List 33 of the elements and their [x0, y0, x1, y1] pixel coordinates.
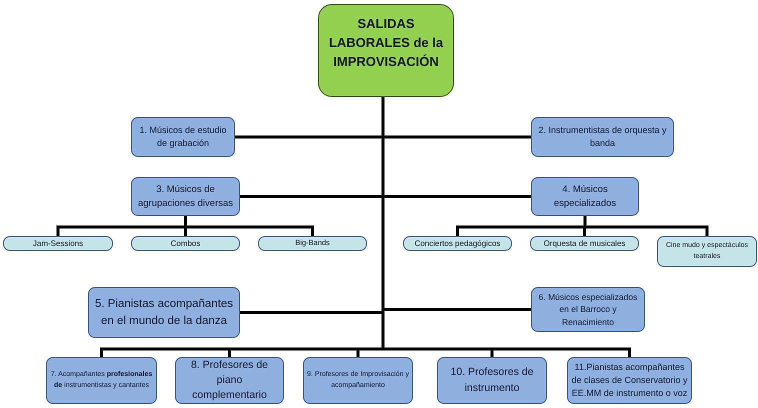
node-label: Conciertos pedagógicos	[414, 238, 500, 250]
category-box	[531, 287, 645, 332]
node-label: 10. Profesores de instrumento	[450, 365, 534, 396]
category-box	[531, 117, 674, 157]
category-box	[303, 357, 413, 404]
sub-box	[131, 236, 240, 251]
category-box	[437, 357, 547, 404]
node-label: Orquesta de musicales	[544, 238, 626, 250]
node-label: 3. Músicos de agrupaciones diversas	[136, 182, 234, 210]
category-box	[131, 117, 235, 157]
node-label: 1. Músicos de estudio de grabación	[138, 124, 228, 150]
sub-box	[657, 236, 757, 267]
node-label: 5. Pianistas acompañantes en el mundo de la danza	[94, 296, 234, 328]
root-box	[318, 4, 454, 97]
category-box	[46, 357, 157, 404]
sub-box	[258, 236, 367, 251]
connector-line	[584, 216, 708, 236]
category-box	[131, 177, 240, 216]
sub-box	[3, 236, 113, 251]
node-label: 11.Pianistas acompañantes de clases de Conservatorio y EE.MM de instrumento o voz	[570, 360, 689, 400]
node-label: Jam-Sessions	[32, 238, 84, 250]
node-label: 6. Músicos especializados en el Barroco y Renacimiento	[538, 291, 638, 328]
node-label: 2. Instrumentistas de orquesta y banda	[537, 124, 668, 150]
node-label: Combos	[170, 238, 200, 250]
sub-box	[530, 236, 639, 251]
connector-line	[184, 216, 314, 236]
category-box	[531, 177, 639, 216]
node-label: 4. Músicos especializados	[552, 182, 618, 210]
category-box	[88, 287, 240, 338]
category-box	[175, 357, 284, 404]
node-label: 8. Profesores de piano complementario	[190, 358, 270, 404]
sub-box	[403, 236, 512, 251]
title-text: SALIDAS LABORALES de la IMPROVISACIÓN	[328, 15, 444, 71]
